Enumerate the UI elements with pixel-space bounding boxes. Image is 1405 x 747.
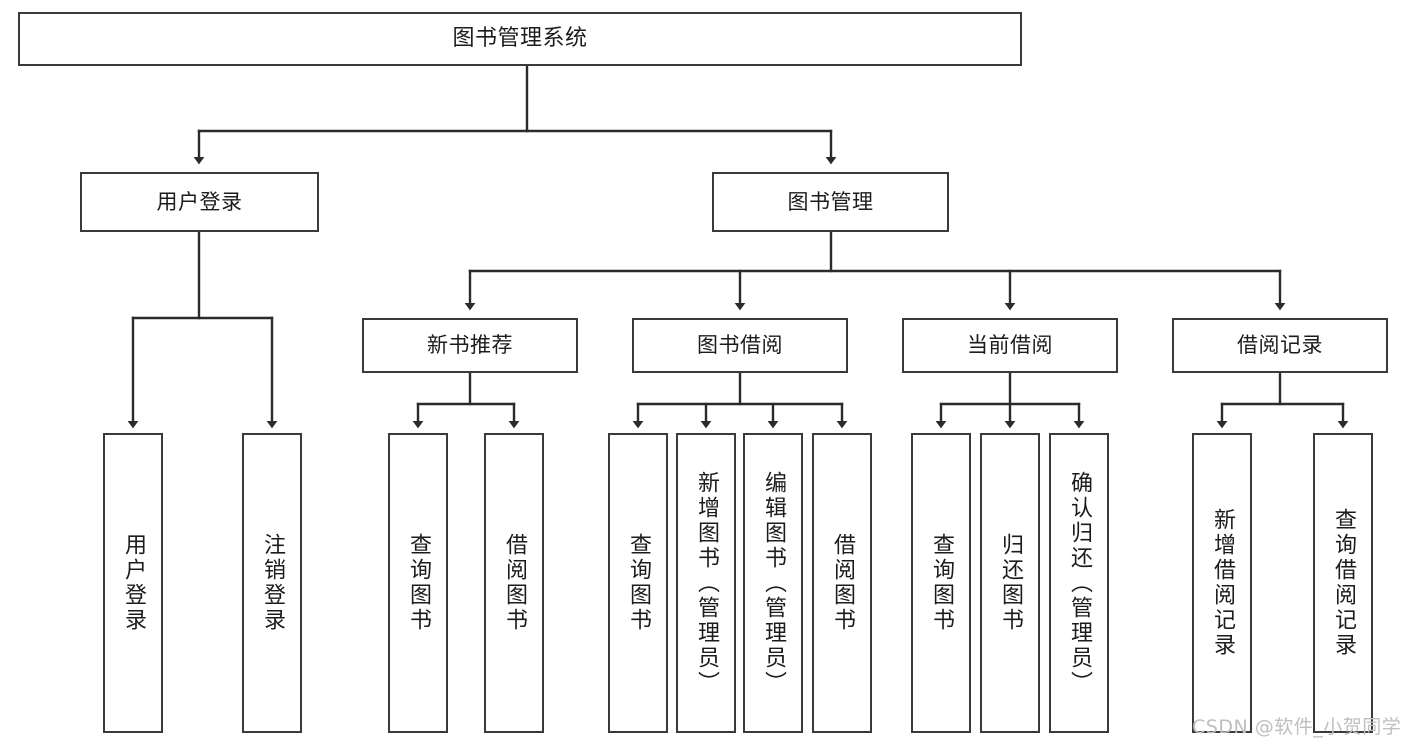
node-label: 新增图书（管理员） [694, 470, 719, 696]
node-root-system[interactable]: 图书管理系统 [18, 12, 1022, 66]
leaf-record-query-record[interactable]: 查询借阅记录 [1313, 433, 1373, 733]
node-label: 查询图书 [929, 533, 954, 633]
node-label: 借阅图书 [830, 533, 855, 633]
leaf-user-login-login[interactable]: 用户登录 [103, 433, 163, 733]
leaf-borrow-edit-book-admin[interactable]: 编辑图书（管理员） [743, 433, 803, 733]
node-label: 图书管理系统 [452, 26, 588, 52]
watermark-text: CSDN @软件_小贺同学 [1192, 716, 1402, 738]
node-label: 当前借阅 [967, 333, 1053, 358]
node-borrow-record[interactable]: 借阅记录 [1172, 318, 1388, 373]
node-label: 借阅记录 [1237, 333, 1323, 358]
leaf-borrow-borrow-book[interactable]: 借阅图书 [812, 433, 872, 733]
node-user-login[interactable]: 用户登录 [80, 172, 319, 232]
node-label: 借阅图书 [502, 533, 527, 633]
leaf-borrow-query-book[interactable]: 查询图书 [608, 433, 668, 733]
node-current-borrow[interactable]: 当前借阅 [902, 318, 1118, 373]
node-book-management[interactable]: 图书管理 [712, 172, 949, 232]
node-label: 注销登录 [260, 533, 285, 633]
node-label: 图书管理 [787, 189, 874, 214]
leaf-user-login-logout[interactable]: 注销登录 [242, 433, 302, 733]
leaf-current-query-book[interactable]: 查询图书 [911, 433, 971, 733]
node-label: 归还图书 [998, 533, 1023, 633]
leaf-record-add-record[interactable]: 新增借阅记录 [1192, 433, 1252, 733]
node-label: 查询借阅记录 [1331, 508, 1356, 658]
node-label: 图书借阅 [697, 333, 783, 358]
node-book-borrow[interactable]: 图书借阅 [632, 318, 848, 373]
leaf-current-return-book[interactable]: 归还图书 [980, 433, 1040, 733]
leaf-new-book-borrow[interactable]: 借阅图书 [484, 433, 544, 733]
node-label: 查询图书 [406, 533, 431, 633]
node-label: 查询图书 [626, 533, 651, 633]
node-label: 编辑图书（管理员） [761, 470, 786, 696]
node-label: 新书推荐 [427, 333, 513, 358]
node-label: 用户登录 [121, 533, 146, 633]
node-label: 确认归还（管理员） [1067, 470, 1092, 696]
node-label: 用户登录 [156, 189, 243, 214]
node-label: 新增借阅记录 [1210, 508, 1235, 658]
leaf-current-confirm-return-admin[interactable]: 确认归还（管理员） [1049, 433, 1109, 733]
leaf-new-book-query[interactable]: 查询图书 [388, 433, 448, 733]
leaf-borrow-add-book-admin[interactable]: 新增图书（管理员） [676, 433, 736, 733]
node-new-book-recommend[interactable]: 新书推荐 [362, 318, 578, 373]
